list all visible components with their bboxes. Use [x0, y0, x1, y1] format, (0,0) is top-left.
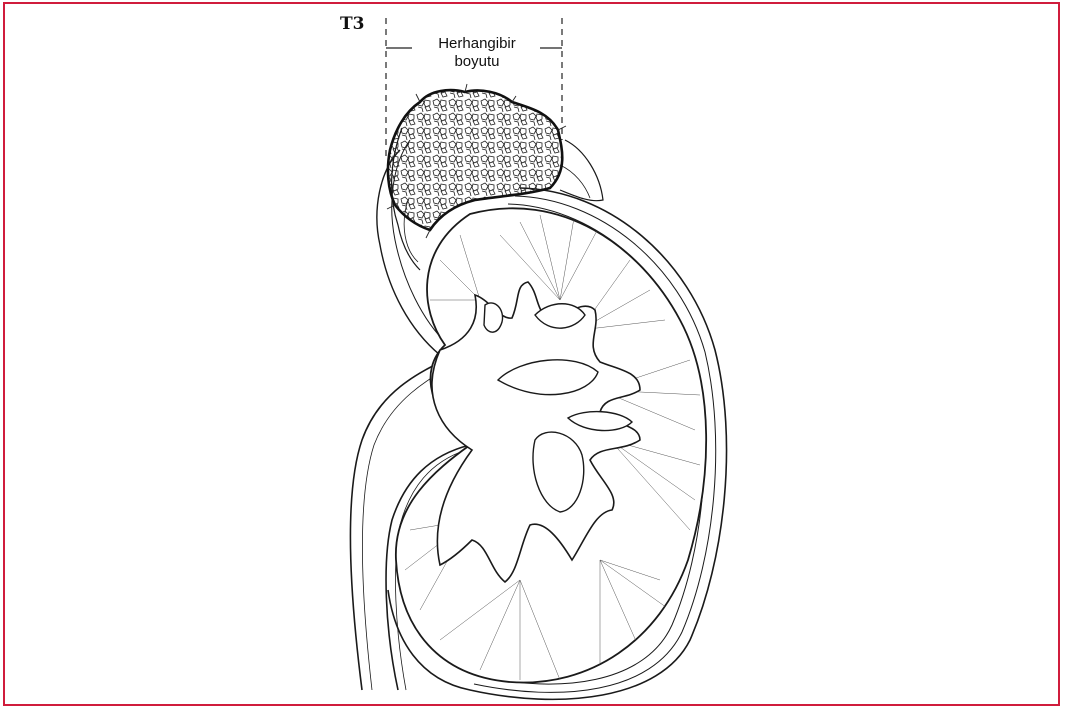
kidney-illustration: [0, 0, 1067, 713]
